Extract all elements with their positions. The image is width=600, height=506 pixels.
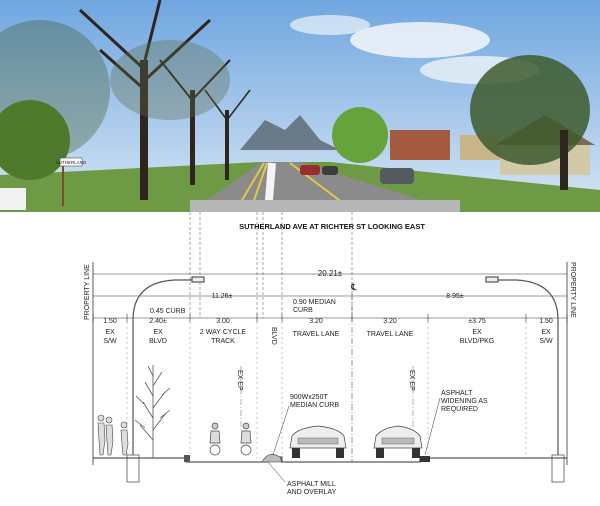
street-sign [59, 157, 83, 167]
seg-width-ex-sw-west: 1.50 [103, 318, 117, 325]
mountain [240, 115, 340, 150]
ex-ep-label-east: EX EP [408, 370, 415, 391]
seg-label-ex-sw-east-1: EX [541, 329, 551, 336]
parked-car [380, 168, 414, 184]
property-line-label-left: PROPERTY LINE [84, 264, 91, 320]
ex-ep-label-west: EX EP [236, 370, 243, 391]
seg-label-ex-sw-west-1: EX [105, 329, 115, 336]
seg-label-blvd-pkg-1: EX [472, 329, 482, 336]
callout-widening-3: REQUIRED [441, 406, 478, 413]
median-curb-shape [261, 454, 283, 463]
pedestrians [97, 414, 129, 456]
callout-mill-1: ASPHALT MILL [287, 481, 336, 488]
car-rear-east [373, 425, 423, 458]
seg-label-cycle-2: TRACK [211, 338, 235, 345]
callout-leader-median [272, 405, 290, 456]
seg-label-blvd-median: BLVD [270, 327, 277, 345]
property-line-label-right: PROPERTY LINE [569, 262, 576, 318]
segment-ticks [92, 314, 568, 322]
east-half-dim: 8.95± [446, 293, 464, 300]
cyclists [209, 422, 252, 456]
seg-label-cycle-1: 2 WAY CYCLE [200, 329, 246, 336]
seg-label-ex-blvd-west-1: EX [153, 329, 163, 336]
callout-widening-2: WIDENING AS [441, 398, 488, 405]
projection-lines [189, 212, 353, 318]
car [322, 166, 338, 175]
house [390, 130, 450, 160]
cloud [350, 22, 490, 58]
median-curb-label-1: 0.90 MEDIAN [293, 299, 336, 306]
street-sign-text: SUTHERLAND [56, 160, 87, 165]
tree-row-right [332, 55, 590, 190]
median-curb-label-2: CURB [293, 307, 313, 314]
street-photo: SUTHERLAND [0, 0, 600, 212]
seg-label-lane-east: TRAVEL LANE [367, 331, 414, 338]
callout-median-curb-1: 900Wx250T [290, 394, 328, 401]
sign-post [62, 166, 64, 206]
seg-label-ex-sw-east-2: S/W [539, 338, 553, 345]
curb-west [184, 455, 190, 462]
seg-width-ex-blvd-west: 2.40± [149, 318, 167, 325]
callout-leader-mill [267, 461, 286, 483]
road-shoulder [190, 200, 460, 212]
centerline-symbol: ℄ [350, 282, 357, 292]
curb-east [420, 456, 430, 462]
street-light-left [126, 276, 205, 483]
seg-width-blvd-pkg: ±3.75 [468, 318, 486, 325]
seg-width-ex-sw-east: 1.50 [539, 318, 553, 325]
seg-label-lane-west: TRAVEL LANE [293, 331, 340, 338]
tree-sketch [134, 365, 171, 458]
car [300, 165, 320, 175]
tree-row-left [0, 0, 251, 200]
seg-width-lane-west: 3.20 [309, 318, 323, 325]
street-light-right [485, 276, 565, 483]
car-front-west [289, 425, 347, 458]
seg-label-ex-blvd-west-2: BLVD [149, 338, 167, 345]
callout-leader-widening [424, 397, 441, 456]
seg-label-blvd-pkg-2: BLVD/PKG [460, 338, 495, 345]
callout-widening-1: ASPHALT [441, 390, 473, 397]
curb-west-label: 0.45 CURB [150, 308, 186, 315]
ground-profile [93, 456, 567, 463]
seg-label-ex-sw-west-2: S/W [103, 338, 117, 345]
seg-width-cycle: 3.00 [216, 318, 230, 325]
cloud [290, 15, 370, 35]
west-half-dim: 11.26± [212, 293, 233, 300]
callout-mill-2: AND OVERLAY [287, 489, 337, 496]
drawing-title: SUTHERLAND AVE AT RICHTER ST LOOKING EAS… [239, 222, 425, 231]
callout-median-curb-2: MEDIAN CURB [290, 402, 339, 409]
overall-dim-text: 20.21± [318, 269, 343, 278]
seg-width-lane-east: 3.20 [383, 318, 397, 325]
fence [0, 188, 26, 210]
